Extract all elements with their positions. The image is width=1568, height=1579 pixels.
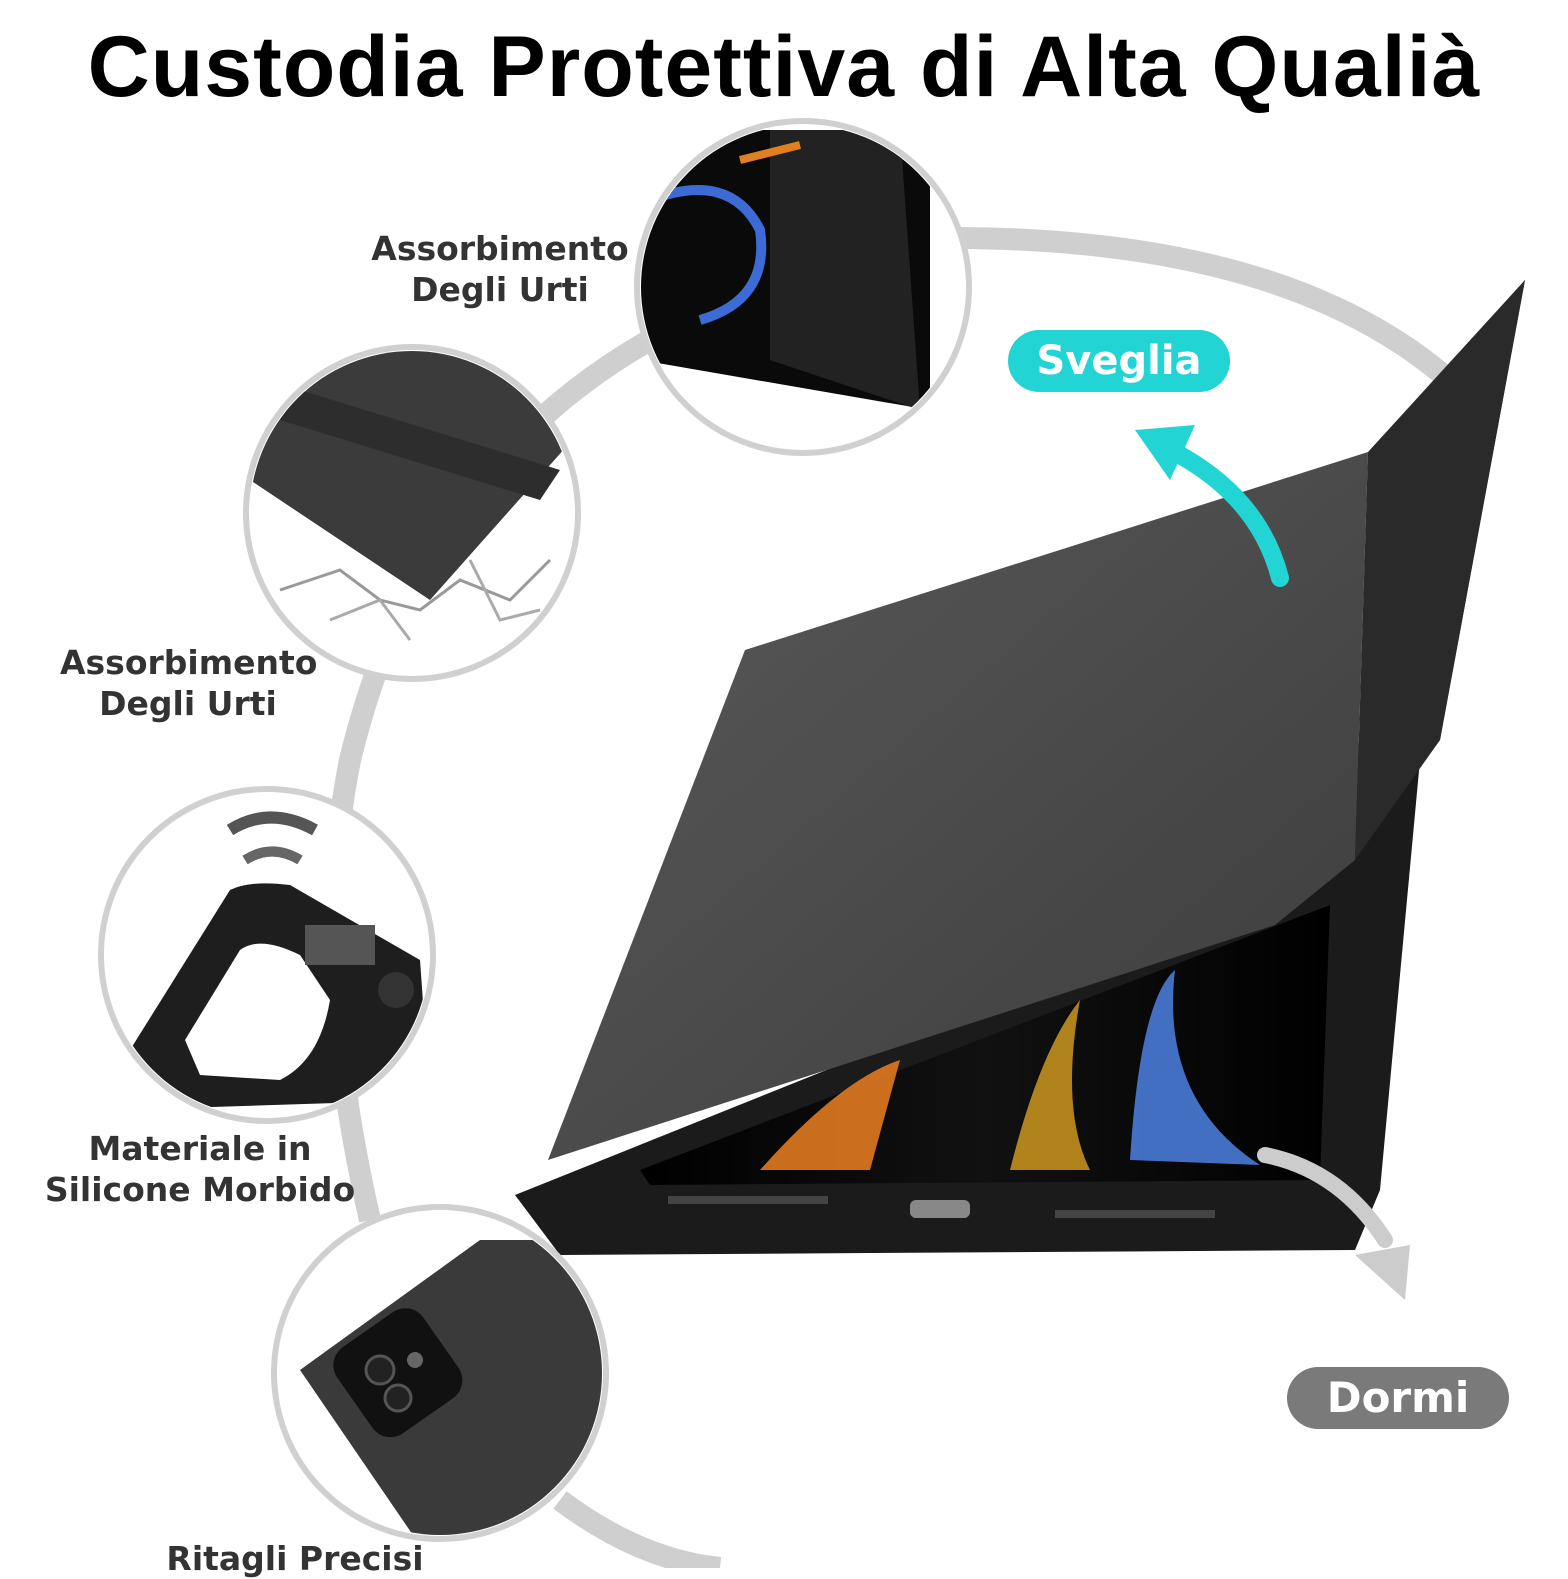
feature-label-shock-1: Assorbimento Degli Urti	[370, 228, 630, 310]
feature-line2: Degli Urti	[411, 270, 589, 309]
crack-impact-icon	[243, 344, 581, 682]
feature-line2: Silicone Morbido	[44, 1170, 356, 1209]
shock-absorb-icon	[634, 118, 972, 456]
soft-silicone-icon	[98, 786, 436, 1124]
connector-arc	[959, 227, 1468, 399]
feature-label-cutouts: Ritagli Precisi	[160, 1538, 430, 1579]
camera-cutout-icon	[271, 1204, 609, 1542]
screen-wallpaper	[1130, 970, 1260, 1165]
speaker-grill	[1055, 1210, 1215, 1218]
connector-arc	[553, 1491, 722, 1568]
sleep-badge: Dormi	[1287, 1367, 1509, 1429]
wake-arrow-icon	[1135, 425, 1195, 480]
feature-line1: Ritagli Precisi	[166, 1539, 424, 1578]
screen-wallpaper	[1010, 1000, 1090, 1170]
feature-line1: Materiale in	[88, 1129, 312, 1168]
case-cover	[548, 452, 1368, 1160]
speaker-grill	[668, 1196, 828, 1204]
sleep-arrow-icon	[1257, 1147, 1393, 1248]
wake-arrow-icon	[1171, 446, 1289, 587]
page-title: Custodia Protettiva di Alta Qualià	[87, 19, 1481, 115]
feature-line1: Assorbimento	[371, 229, 629, 268]
cover-fold	[1355, 280, 1525, 860]
feature-line1: Assorbimento	[60, 643, 318, 682]
feature-label-shock-2: Assorbimento Degli Urti	[60, 642, 318, 724]
wake-badge: Sveglia	[1008, 330, 1230, 392]
screen-wallpaper	[760, 1060, 900, 1170]
usb-port	[910, 1200, 970, 1218]
sleep-arrow-icon	[1355, 1245, 1410, 1300]
tablet-case	[515, 280, 1525, 1255]
feature-label-silicone: Materiale in Silicone Morbido	[40, 1128, 360, 1210]
feature-line2: Degli Urti	[99, 684, 277, 723]
